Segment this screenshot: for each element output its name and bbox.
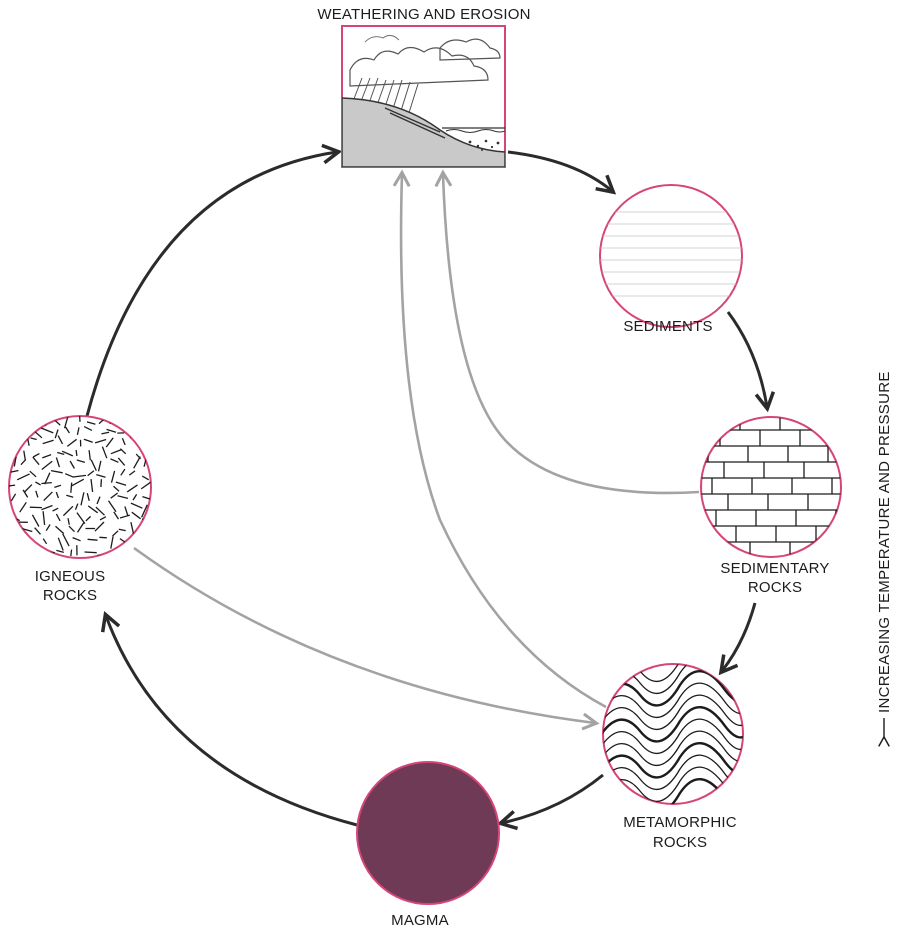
igneous-label-line2: ROCKS bbox=[43, 587, 97, 604]
igneous-crystal bbox=[85, 552, 97, 553]
metamorphic-label-line1: METAMORPHIC bbox=[623, 814, 737, 831]
igneous-crystal bbox=[28, 550, 39, 551]
arrow-weathering-to-sediments bbox=[508, 152, 612, 191]
arrow-sediments-to-sedimentary bbox=[728, 312, 767, 407]
igneous-crystal bbox=[147, 448, 153, 451]
metamorphic-rocks-node: METAMORPHIC ROCKS bbox=[600, 647, 750, 851]
arrow-magma-to-igneous bbox=[106, 616, 357, 825]
igneous-crystal bbox=[76, 450, 77, 456]
igneous-crystal bbox=[12, 540, 13, 548]
sedimentary-label-line2: ROCKS bbox=[748, 579, 802, 596]
igneous-crystal bbox=[146, 539, 150, 545]
arrow-metamorphic-to-weathering bbox=[401, 174, 606, 707]
igneous-crystal bbox=[133, 437, 144, 440]
igneous-crystal bbox=[142, 430, 146, 438]
igneous-crystal bbox=[10, 419, 18, 422]
igneous-crystal bbox=[130, 420, 141, 423]
igneous-crystal bbox=[80, 413, 81, 421]
igneous-crystal bbox=[123, 417, 129, 426]
side-caption: INCREASING TEMPERATURE AND PRESSURE bbox=[876, 371, 893, 738]
igneous-label-line1: IGNEOUS bbox=[35, 568, 106, 585]
igneous-crystal bbox=[99, 537, 106, 538]
sediments-label: SEDIMENTS bbox=[623, 318, 712, 335]
igneous-crystal bbox=[144, 416, 146, 422]
arrow-igneous-to-weathering bbox=[87, 152, 337, 416]
magma-node: MAGMA bbox=[357, 762, 499, 929]
magma-label: MAGMA bbox=[391, 912, 449, 929]
igneous-crystal bbox=[131, 429, 139, 438]
igneous-crystal bbox=[7, 430, 20, 433]
igneous-crystal bbox=[29, 413, 36, 422]
igneous-crystal bbox=[123, 550, 128, 560]
weathering-label: WEATHERING AND EROSION bbox=[317, 6, 530, 23]
igneous-crystal bbox=[142, 525, 144, 533]
arrow-metamorphic-to-magma bbox=[502, 775, 603, 823]
igneous-crystal bbox=[11, 548, 19, 556]
igneous-crystal bbox=[22, 415, 23, 422]
igneous-crystal bbox=[132, 538, 139, 544]
sedimentary-rocks-node: SEDIMENTARY ROCKS bbox=[700, 417, 842, 596]
igneous-crystal bbox=[11, 437, 19, 447]
igneous-crystal bbox=[41, 483, 51, 484]
sediments-circle bbox=[600, 185, 742, 327]
magma-circle bbox=[357, 762, 499, 904]
igneous-rocks-node: IGNEOUS ROCKS bbox=[5, 413, 154, 604]
igneous-crystal bbox=[23, 539, 26, 548]
sediments-node: SEDIMENTS bbox=[600, 185, 742, 335]
sedimentary-circle bbox=[701, 417, 841, 557]
weathering-erosion-node: WEATHERING AND EROSION bbox=[317, 6, 530, 167]
igneous-crystal bbox=[88, 539, 98, 540]
arrow-igneous-to-metamorphic bbox=[134, 548, 595, 723]
igneous-crystal bbox=[7, 527, 20, 530]
igneous-crystal bbox=[71, 550, 72, 556]
sedimentary-label-line1: SEDIMENTARY bbox=[720, 560, 829, 577]
igneous-crystal bbox=[71, 483, 72, 493]
metamorphic-label-line2: ROCKS bbox=[653, 834, 707, 851]
igneous-crystal bbox=[19, 553, 27, 556]
side-caption-text: INCREASING TEMPERATURE AND PRESSURE bbox=[876, 371, 893, 713]
igneous-crystal bbox=[144, 442, 150, 447]
igneous-crystal bbox=[101, 479, 102, 487]
igneous-crystal bbox=[19, 426, 25, 435]
arrow-sedimentary-to-metamorphic bbox=[722, 603, 755, 671]
